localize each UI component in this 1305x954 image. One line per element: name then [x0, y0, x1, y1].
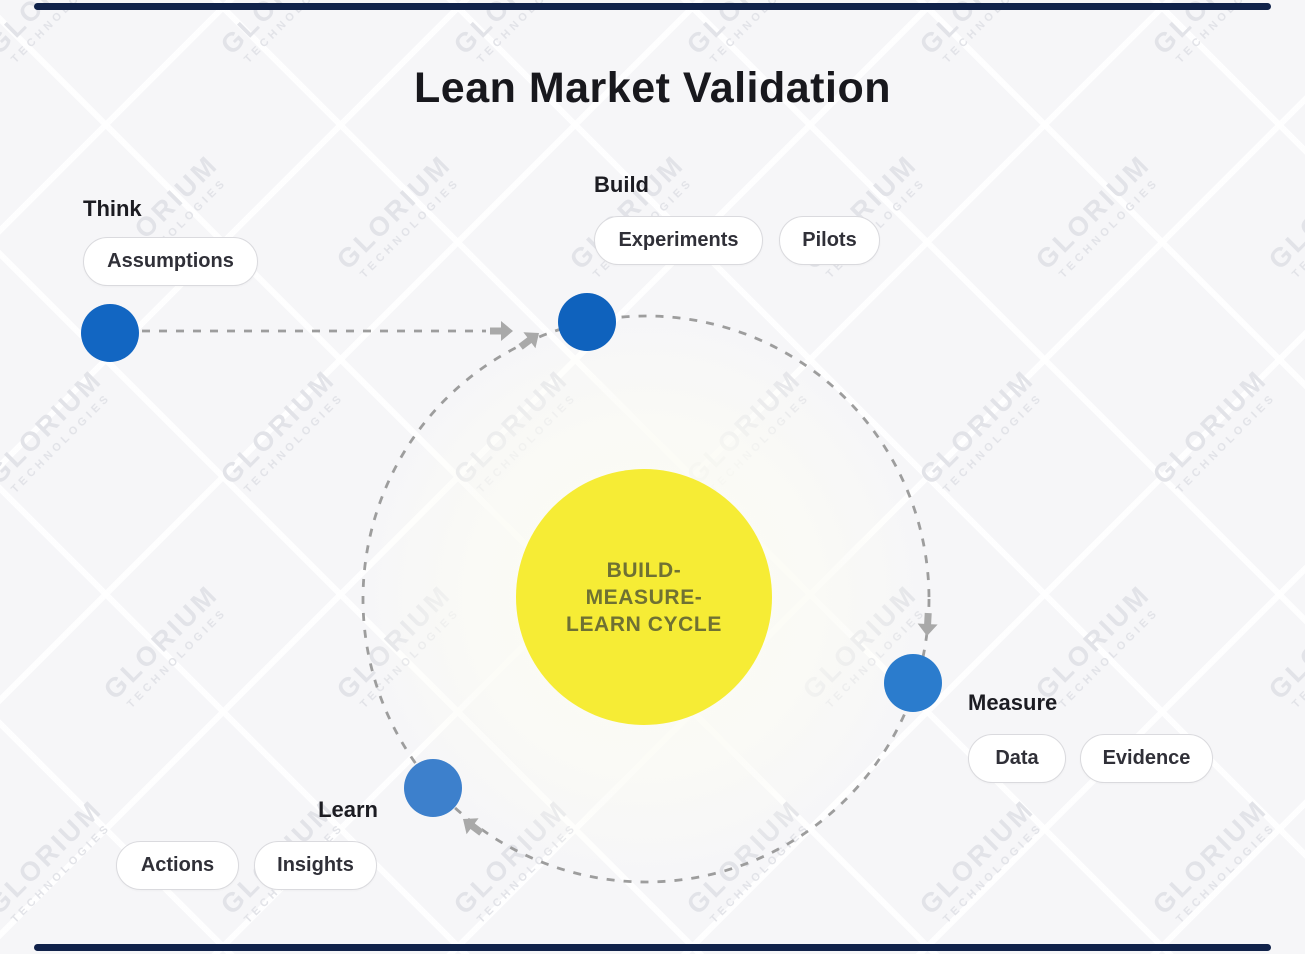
measure-tag-data: Data	[968, 734, 1066, 783]
measure-node	[884, 654, 942, 712]
cycle-center-circle: BUILD- MEASURE- LEARN CYCLE	[516, 469, 772, 725]
orbit-path	[361, 314, 931, 884]
arrowhead-orbit-to-learn	[463, 818, 484, 836]
learn-label: Learn	[318, 797, 378, 822]
learn-tag-insights: Insights	[254, 841, 377, 890]
cycle-center-line2: MEASURE-	[585, 585, 703, 609]
page-title: Lean Market Validation	[414, 64, 891, 112]
arrowheads	[463, 321, 938, 836]
build-tag-experiments: Experiments	[594, 216, 763, 265]
arrowhead-orbit-to-measure	[917, 612, 938, 636]
build-tag-pilots: Pilots	[779, 216, 880, 265]
think-tag-assumptions: Assumptions	[83, 237, 258, 286]
cycle-center-line3: LEARN CYCLE	[566, 612, 722, 636]
top-border-bar	[34, 3, 1271, 10]
arrowhead-think-to-build	[490, 321, 513, 341]
think-label: Think	[83, 196, 142, 221]
learn-tag-actions: Actions	[116, 841, 239, 890]
think-node	[81, 304, 139, 362]
arrowhead-orbit-to-build	[518, 332, 539, 350]
measure-label: Measure	[968, 690, 1058, 715]
build-label: Build	[594, 172, 649, 197]
bottom-border-bar	[34, 944, 1271, 951]
learn-node	[404, 759, 462, 817]
cycle-center-line1: BUILD-	[606, 558, 682, 582]
build-node	[558, 293, 616, 351]
measure-tag-evidence: Evidence	[1080, 734, 1213, 783]
